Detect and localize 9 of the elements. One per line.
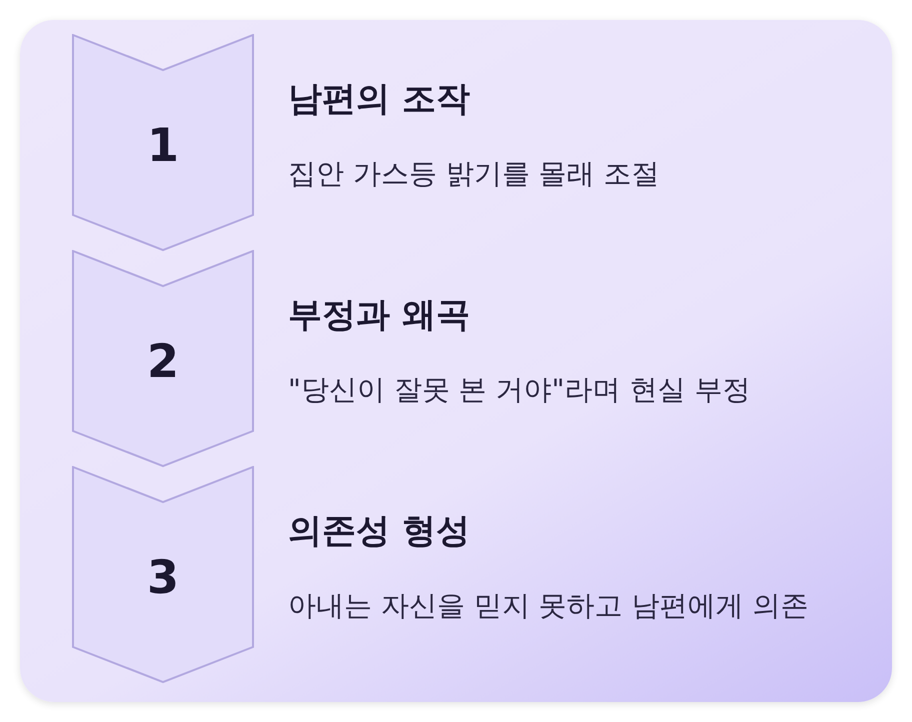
step-heading: 의존성 형성: [288, 511, 470, 551]
step-heading: 부정과 왜곡: [288, 295, 470, 335]
step-number: 3: [146, 554, 180, 600]
step-description: 아내는 자신을 믿지 못하고 남편에게 의존: [288, 589, 809, 623]
step-heading: 남편의 조작: [288, 79, 470, 119]
step-description: "당신이 잘못 본 거야"라며 현실 부정: [288, 373, 750, 407]
step-description: 집안 가스등 밝기를 몰래 조절: [288, 157, 660, 191]
step-number: 2: [146, 338, 180, 384]
step-number: 1: [146, 122, 180, 168]
